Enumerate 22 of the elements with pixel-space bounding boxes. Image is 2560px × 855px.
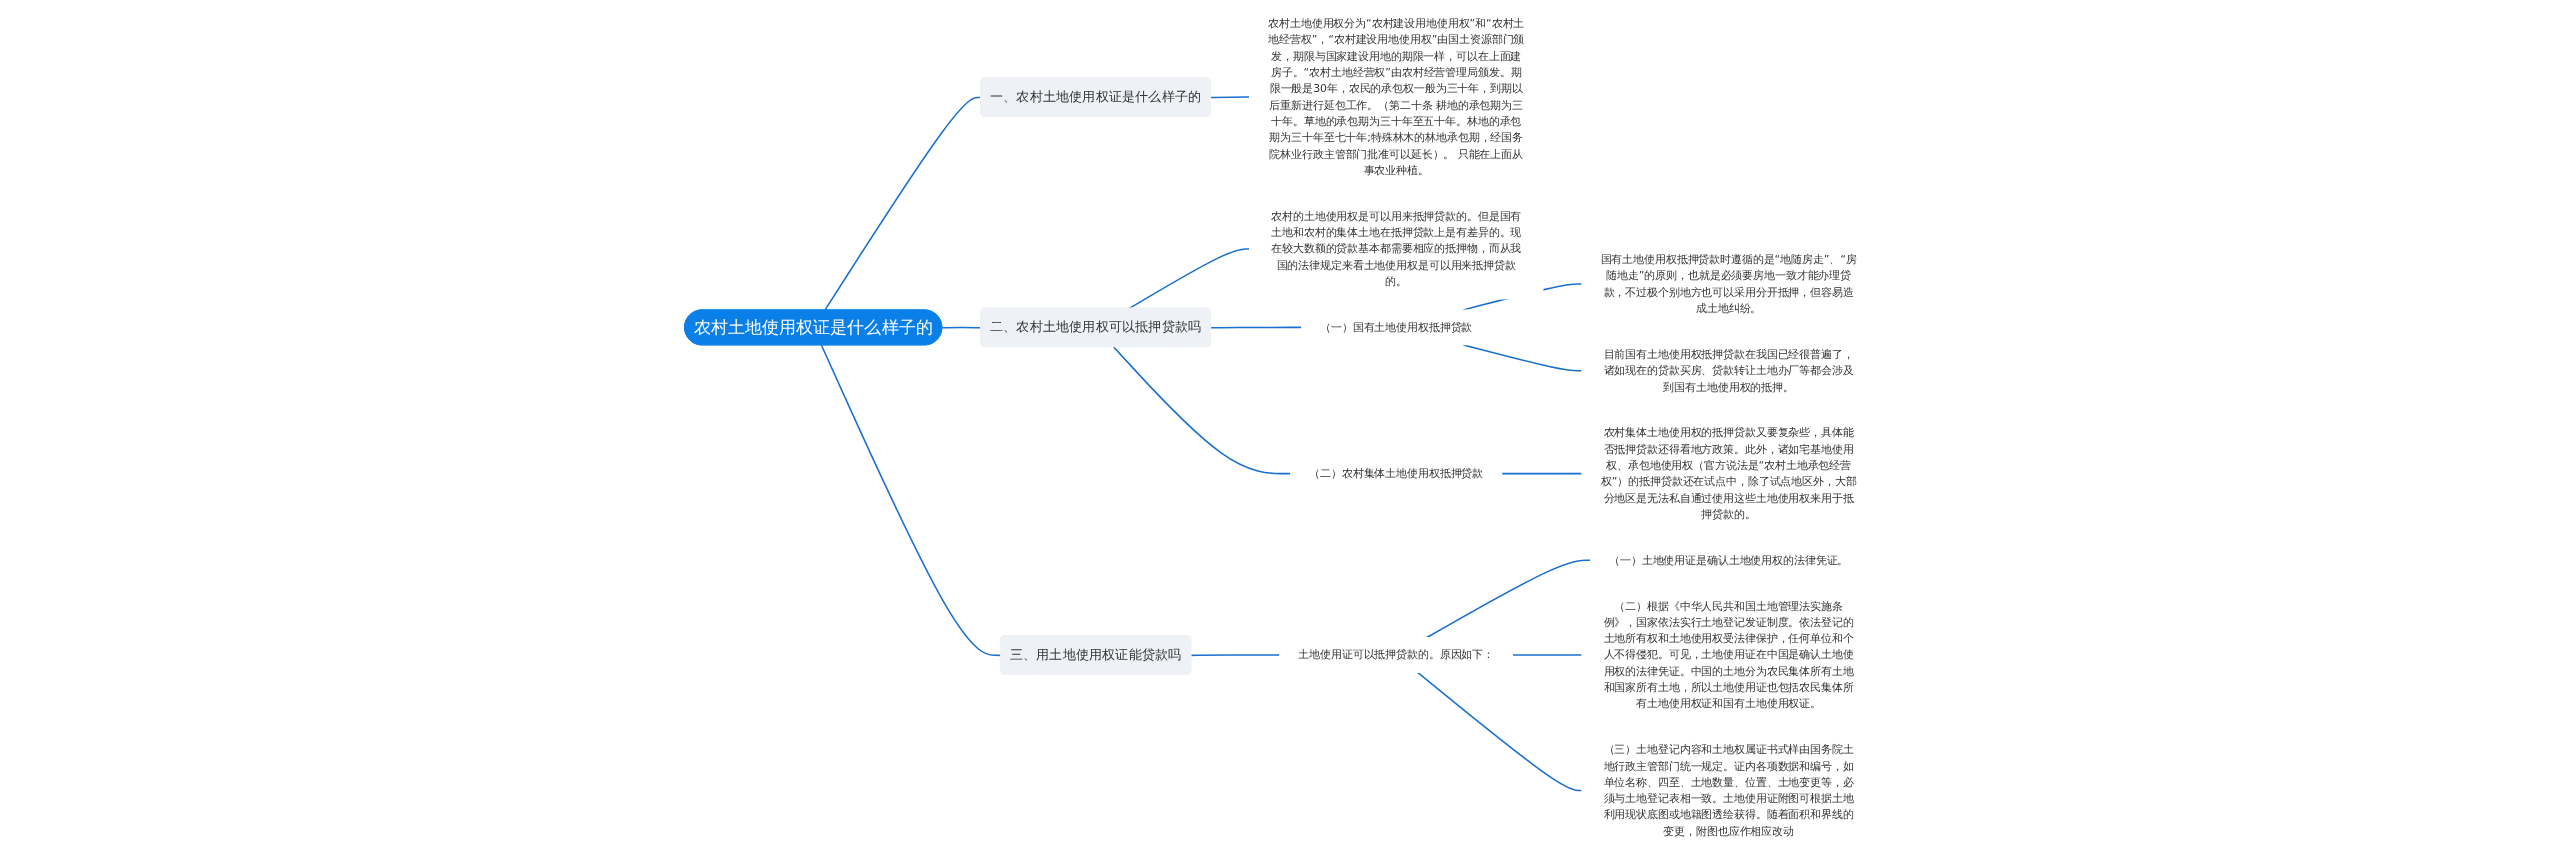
connector [1112,346,1292,475]
connector [1210,326,1303,329]
node-text: 农村土地使用权分为“农村建设用地使用权”和“农村土地经营权”，“农村建设用地使用权”由国土资源部门颁发，期限与国家建设用地的期限一样，可以在上面建房子。“农村土地经营权”由农村经营管理局颁发。期限一般是30年，农民的承包权一般为三十年，到期以后重新进行延包工作。（第二十条 耕地的承包期为三十年。草地的承包期为三十年至五十年。林地的承包期为三十年至七十年;特殊林木的林地承包期，经国务院林业行政主管部门批准可以延长）。 只能在上面从事农业种植。 [1268,17,1525,177]
connector [941,326,982,329]
node-text: 农村集体土地使用权的抵押贷款又要复杂些，具体能否抵押贷款还得看地方政策。此外，诸如宅基地使用权、承包地使用权（官方说法是“农村土地承包经营权”）的抵押贷款还在试点中，除了试点地区外，大部分地区是无法私自通过使用这些土地使用权来用于抵押贷款的。 [1600,426,1857,521]
connector [1426,559,1592,639]
node-text: 目前国有土地使用权抵押贷款在我国已经很普遍了，诸如现在的贷款买房、贷款转让土地办厂等都会涉及到国有土地使用权的抵押。 [1603,347,1854,393]
node-text: （一）土地使用证是确认土地使用权的法律凭证。 [1609,553,1849,567]
node-text: 国有土地使用权抵押贷款时遵循的是“地随房走”、“房随地走”的原则，也就是必须要房地一致才能办理贷款，不过极个别地方也可以采用分开抵押，但容易造成土地纠纷。 [1600,253,1857,315]
connector [1511,654,1583,656]
node-text: （二）农村集体土地使用权抵押贷款 [1309,467,1484,480]
node-text: （二）根据《中华人民共和国土地管理法实施条例》，国家依法实行土地登记发证制度。依法登记的土地所有权和土地使用权受法律保护，任何单位和个人不得侵犯。可见，土地使用证在中国是确认土地使用权的法律凭证。中国的土地分为农民集体所有土地和国家所有土地，所以土地使用证也包括农民集体所有土地使用权证和国有土地使用权证。 [1603,599,1854,710]
connector [820,344,1002,657]
connector [1501,472,1583,475]
connector [1190,654,1281,657]
node-text: （三）土地登记内容和土地权属证书式样由国务院土地行政主管部门统一规定。证内各项数据和编号，如单位名称、四至、土地数量、位置、土地变更等，必须与土地登记表相一致。土地使用证附图可根据土地利用现状底图或地籍图透绘获得。随着面积和界线的变更，附图也应作相应改动 [1603,743,1854,838]
node-text: 土地使用证可以抵押贷款的。原因如下： [1298,648,1495,661]
connector [1416,671,1583,792]
node-text: 农村的土地使用权是可以用来抵押贷款的。但是国有土地和农村的集体土地在抵押贷款上是有差异的。现在较大数额的贷款基本都需要相应的抵押物，而从我国的法律规定来看土地使用权是可以用来抵押贷款的。 [1271,209,1522,288]
connector [1128,248,1251,310]
connector [1210,96,1251,99]
node-text: （一）国有土地使用权抵押贷款 [1320,320,1473,334]
